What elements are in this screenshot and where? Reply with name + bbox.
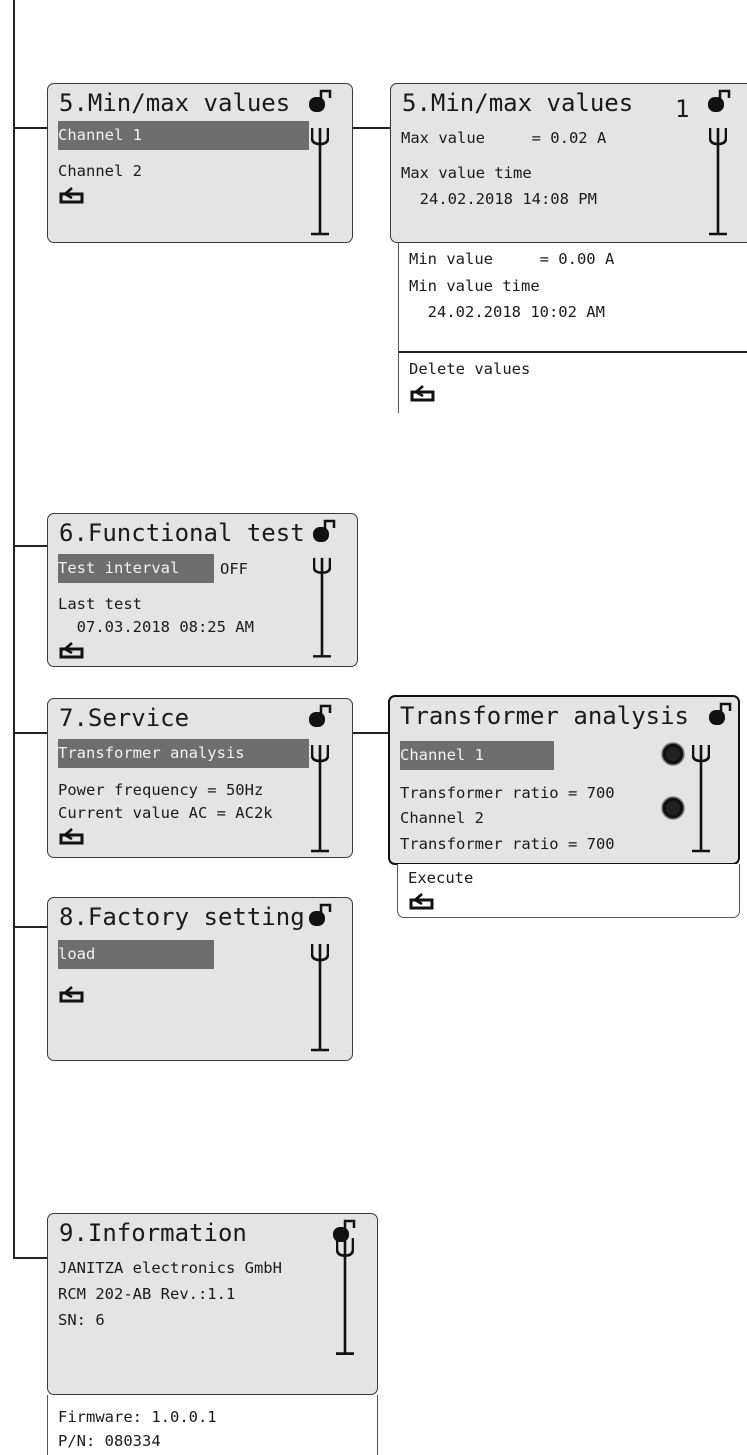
branch-6 xyxy=(13,545,47,547)
branch-7 xyxy=(13,732,47,734)
execute-item[interactable]: Execute xyxy=(408,869,474,887)
sensor-probe-icon xyxy=(313,556,331,660)
panel-title: 9.Information xyxy=(59,1219,247,1247)
lock-open-icon xyxy=(707,88,733,114)
branch-8 xyxy=(13,926,47,928)
transformer-ratio-1: Transformer ratio = 700 xyxy=(400,784,615,802)
sensor-probe-icon xyxy=(336,1236,354,1358)
panel-service: 7.Service Transformer analysis Power fre… xyxy=(47,698,353,858)
branch-9 xyxy=(13,1257,47,1259)
menu-item-channel-1[interactable]: Channel 1 xyxy=(58,121,309,150)
rotary-knob-icon[interactable] xyxy=(660,741,686,767)
return-arrow-icon[interactable] xyxy=(58,184,86,204)
menu-item-channel-1[interactable]: Channel 1 xyxy=(400,741,554,770)
branch-5 xyxy=(13,127,47,129)
delete-values-item[interactable]: Delete values xyxy=(409,360,531,378)
max-value-time-label: Max value time xyxy=(401,164,532,182)
panel-min-max-detail: 5.Min/max values 1 Max value = 0.02 A Ma… xyxy=(390,83,747,243)
panel-min-max-values: 5.Min/max values Channel 1 Channel 2 xyxy=(47,83,353,243)
panel-title: 5.Min/max values xyxy=(402,89,634,117)
power-frequency-item[interactable]: Power frequency = 50Hz xyxy=(58,781,264,799)
min-max-detail-continuation: Min value = 0.00 A Min value time 24.02.… xyxy=(398,243,747,413)
panel-functional-test: 6.Functional test Test interval OFF Last… xyxy=(47,513,358,667)
panel-information: 9.Information JANITZA electronics GmbH R… xyxy=(47,1213,378,1395)
test-interval-value: OFF xyxy=(220,560,248,578)
panel-title: 5.Min/max values xyxy=(59,89,291,117)
return-arrow-icon[interactable] xyxy=(58,639,86,659)
lock-open-icon xyxy=(308,902,334,928)
menu-item-test-interval[interactable]: Test interval xyxy=(58,554,214,583)
transformer-ratio-2: Transformer ratio = 700 xyxy=(400,835,615,853)
menu-item-channel-2[interactable]: Channel 2 xyxy=(58,162,142,180)
panel-title: 6.Functional test xyxy=(59,519,305,547)
max-value-time: 24.02.2018 14:08 PM xyxy=(401,190,597,208)
max-value-row: Max value = 0.02 A xyxy=(401,129,607,147)
return-arrow-icon[interactable] xyxy=(58,983,86,1003)
lock-open-icon xyxy=(308,88,334,114)
return-arrow-icon[interactable] xyxy=(58,825,86,845)
sensor-probe-icon xyxy=(709,126,727,238)
channel-number: 1 xyxy=(675,95,690,123)
panel-factory-setting: 8.Factory setting load xyxy=(47,897,353,1061)
lock-open-icon xyxy=(312,518,338,544)
menu-item-channel-2[interactable]: Channel 2 xyxy=(400,809,484,827)
transformer-analysis-continuation: Execute xyxy=(397,864,740,918)
sensor-probe-icon xyxy=(692,743,710,855)
tree-trunk xyxy=(13,0,15,1258)
panel-title: Transformer analysis xyxy=(400,702,689,730)
rotary-knob-icon[interactable] xyxy=(660,795,686,821)
return-arrow-icon[interactable] xyxy=(409,382,437,402)
menu-item-transformer-analysis[interactable]: Transformer analysis xyxy=(58,739,309,768)
last-test-label: Last test xyxy=(58,595,142,613)
last-test-value: 07.03.2018 08:25 AM xyxy=(58,618,254,636)
info-serial: SN: 6 xyxy=(58,1311,105,1329)
information-continuation: Firmware: 1.0.0.1 P/N: 080334 xyxy=(47,1395,378,1455)
info-part-number: P/N: 080334 xyxy=(58,1432,161,1450)
divider xyxy=(399,351,747,353)
min-value-time-label: Min value time xyxy=(409,277,540,295)
lock-open-icon xyxy=(308,703,334,729)
panel-title: 7.Service xyxy=(59,704,190,732)
return-arrow-icon[interactable] xyxy=(408,890,436,910)
menu-item-load[interactable]: load xyxy=(58,940,214,969)
branch-5-detail xyxy=(353,127,391,129)
sensor-probe-icon xyxy=(311,126,329,238)
info-manufacturer: JANITZA electronics GmbH xyxy=(58,1259,282,1277)
current-value-ac-item[interactable]: Current value AC = AC2k xyxy=(58,804,273,822)
panel-transformer-analysis: Transformer analysis Channel 1 Transform… xyxy=(388,695,740,865)
info-model: RCM 202-AB Rev.:1.1 xyxy=(58,1285,236,1303)
info-firmware: Firmware: 1.0.0.1 xyxy=(58,1408,217,1426)
branch-7-detail xyxy=(353,732,388,734)
panel-title: 8.Factory setting xyxy=(59,903,305,931)
min-value-time: 24.02.2018 10:02 AM xyxy=(409,303,605,321)
min-value-row: Min value = 0.00 A xyxy=(409,250,615,268)
sensor-probe-icon xyxy=(311,942,329,1054)
lock-open-icon xyxy=(708,701,734,727)
sensor-probe-icon xyxy=(311,743,329,855)
